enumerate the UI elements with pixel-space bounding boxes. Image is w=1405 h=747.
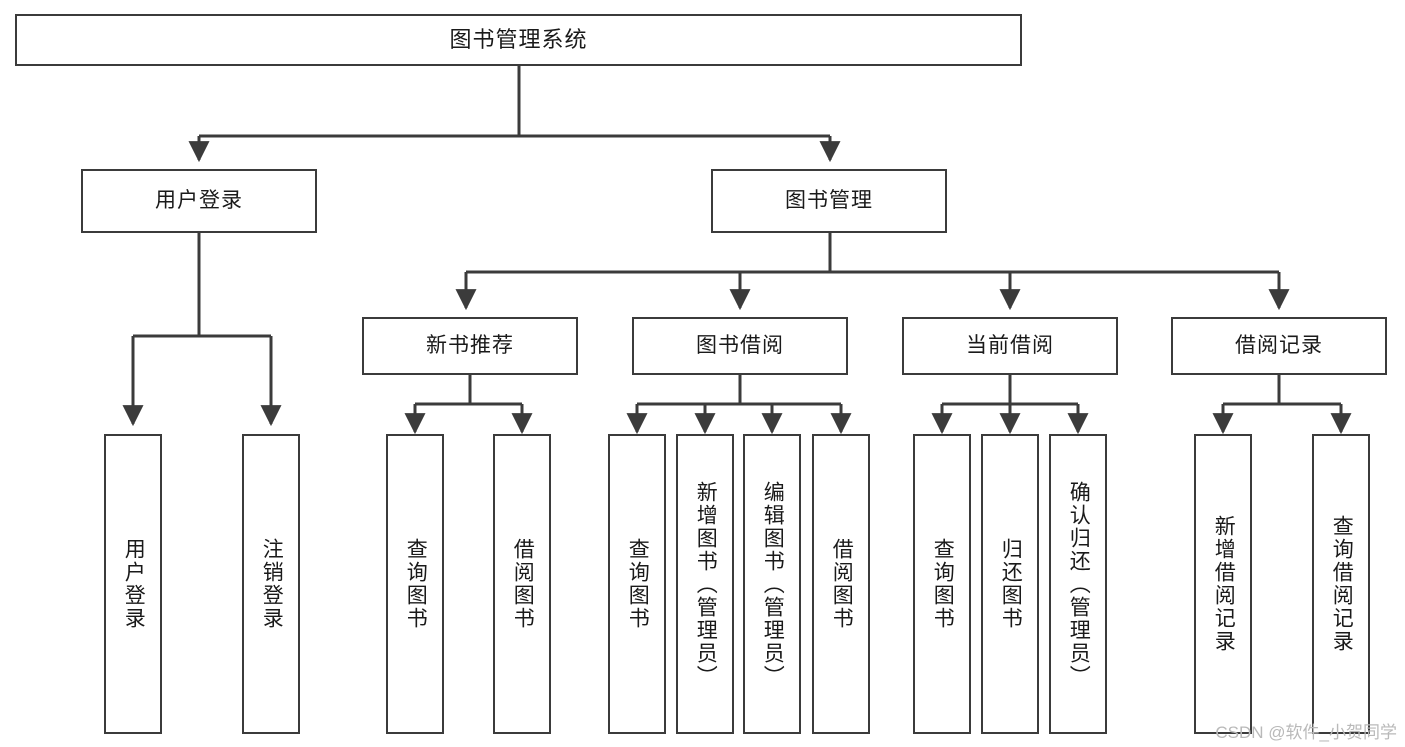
node-book-management[interactable]: 图书管理	[711, 169, 947, 233]
node-label: 新书推荐	[426, 333, 514, 357]
leaf-borrow-edit-book[interactable]: 编辑图书（管理员）	[743, 434, 801, 734]
node-new-book-recommend[interactable]: 新书推荐	[362, 317, 578, 375]
leaf-user-login-login[interactable]: 用户登录	[104, 434, 162, 734]
node-label: 新增图书（管理员）	[694, 480, 718, 688]
node-label: 编辑图书（管理员）	[761, 480, 785, 688]
node-label: 借阅图书	[511, 538, 535, 630]
leaf-record-query-record[interactable]: 查询借阅记录	[1312, 434, 1370, 734]
node-label: 借阅图书	[830, 538, 854, 630]
node-label: 用户登录	[155, 188, 243, 212]
node-label: 用户登录	[122, 538, 146, 630]
leaf-borrow-query-book[interactable]: 查询图书	[608, 434, 666, 734]
node-label: 新增借阅记录	[1212, 515, 1236, 653]
leaf-recommend-borrow-book[interactable]: 借阅图书	[493, 434, 551, 734]
node-label: 查询图书	[626, 538, 650, 630]
leaf-user-login-logout[interactable]: 注销登录	[242, 434, 300, 734]
node-root-system[interactable]: 图书管理系统	[15, 14, 1022, 66]
node-label: 当前借阅	[966, 333, 1054, 357]
node-label: 查询借阅记录	[1330, 515, 1354, 653]
node-label: 注销登录	[260, 538, 284, 630]
node-label: 图书管理系统	[449, 27, 588, 53]
leaf-borrow-borrow-book[interactable]: 借阅图书	[812, 434, 870, 734]
node-borrow-record[interactable]: 借阅记录	[1171, 317, 1387, 375]
watermark-text: CSDN @软件_小贺同学	[1215, 723, 1397, 742]
leaf-current-return-book[interactable]: 归还图书	[981, 434, 1039, 734]
node-label: 确认归还（管理员）	[1067, 480, 1091, 688]
leaf-current-confirm-return[interactable]: 确认归还（管理员）	[1049, 434, 1107, 734]
node-label: 图书管理	[785, 188, 873, 212]
node-label: 归还图书	[999, 538, 1023, 630]
leaf-record-add-record[interactable]: 新增借阅记录	[1194, 434, 1252, 734]
node-label: 查询图书	[404, 538, 428, 630]
leaf-borrow-add-book[interactable]: 新增图书（管理员）	[676, 434, 734, 734]
node-label: 图书借阅	[696, 333, 784, 357]
leaf-recommend-query-book[interactable]: 查询图书	[386, 434, 444, 734]
node-user-login[interactable]: 用户登录	[81, 169, 317, 233]
node-current-borrow[interactable]: 当前借阅	[902, 317, 1118, 375]
node-label: 借阅记录	[1235, 333, 1323, 357]
node-label: 查询图书	[931, 538, 955, 630]
node-book-borrow[interactable]: 图书借阅	[632, 317, 848, 375]
leaf-current-query-book[interactable]: 查询图书	[913, 434, 971, 734]
